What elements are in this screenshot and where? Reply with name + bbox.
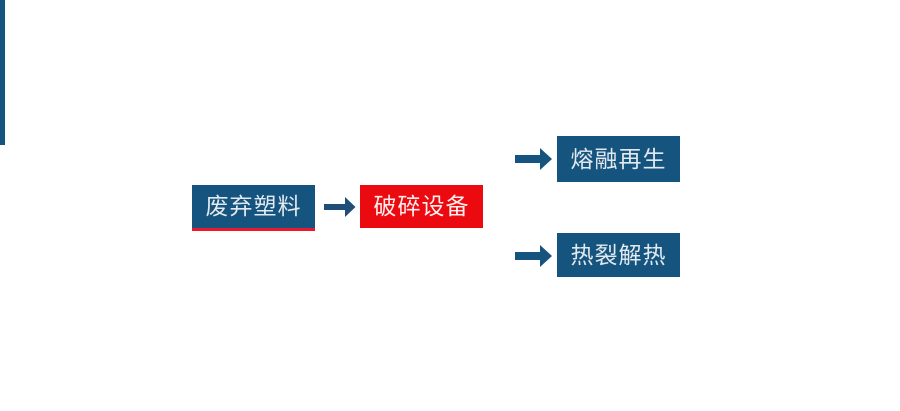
node-output-pyrolysis[interactable]: 热裂解热 [557,233,680,277]
node-output-2-label: 热裂解热 [570,241,667,268]
node-process-label: 破碎设备 [373,193,470,219]
node-source-underline [192,228,315,231]
node-output-1-label: 熔融再生 [570,145,667,172]
branch-arrow-1-icon [515,146,553,172]
node-process[interactable]: 破碎设备 [360,185,483,228]
branch-arrow-2-icon [515,243,553,269]
node-output-melt-regeneration[interactable]: 熔融再生 [557,136,680,182]
node-source-label: 废弃塑料 [205,193,302,219]
main-arrow-icon [324,194,356,220]
branch-trunk-line [0,0,5,145]
node-source[interactable]: 废弃塑料 [192,185,315,228]
